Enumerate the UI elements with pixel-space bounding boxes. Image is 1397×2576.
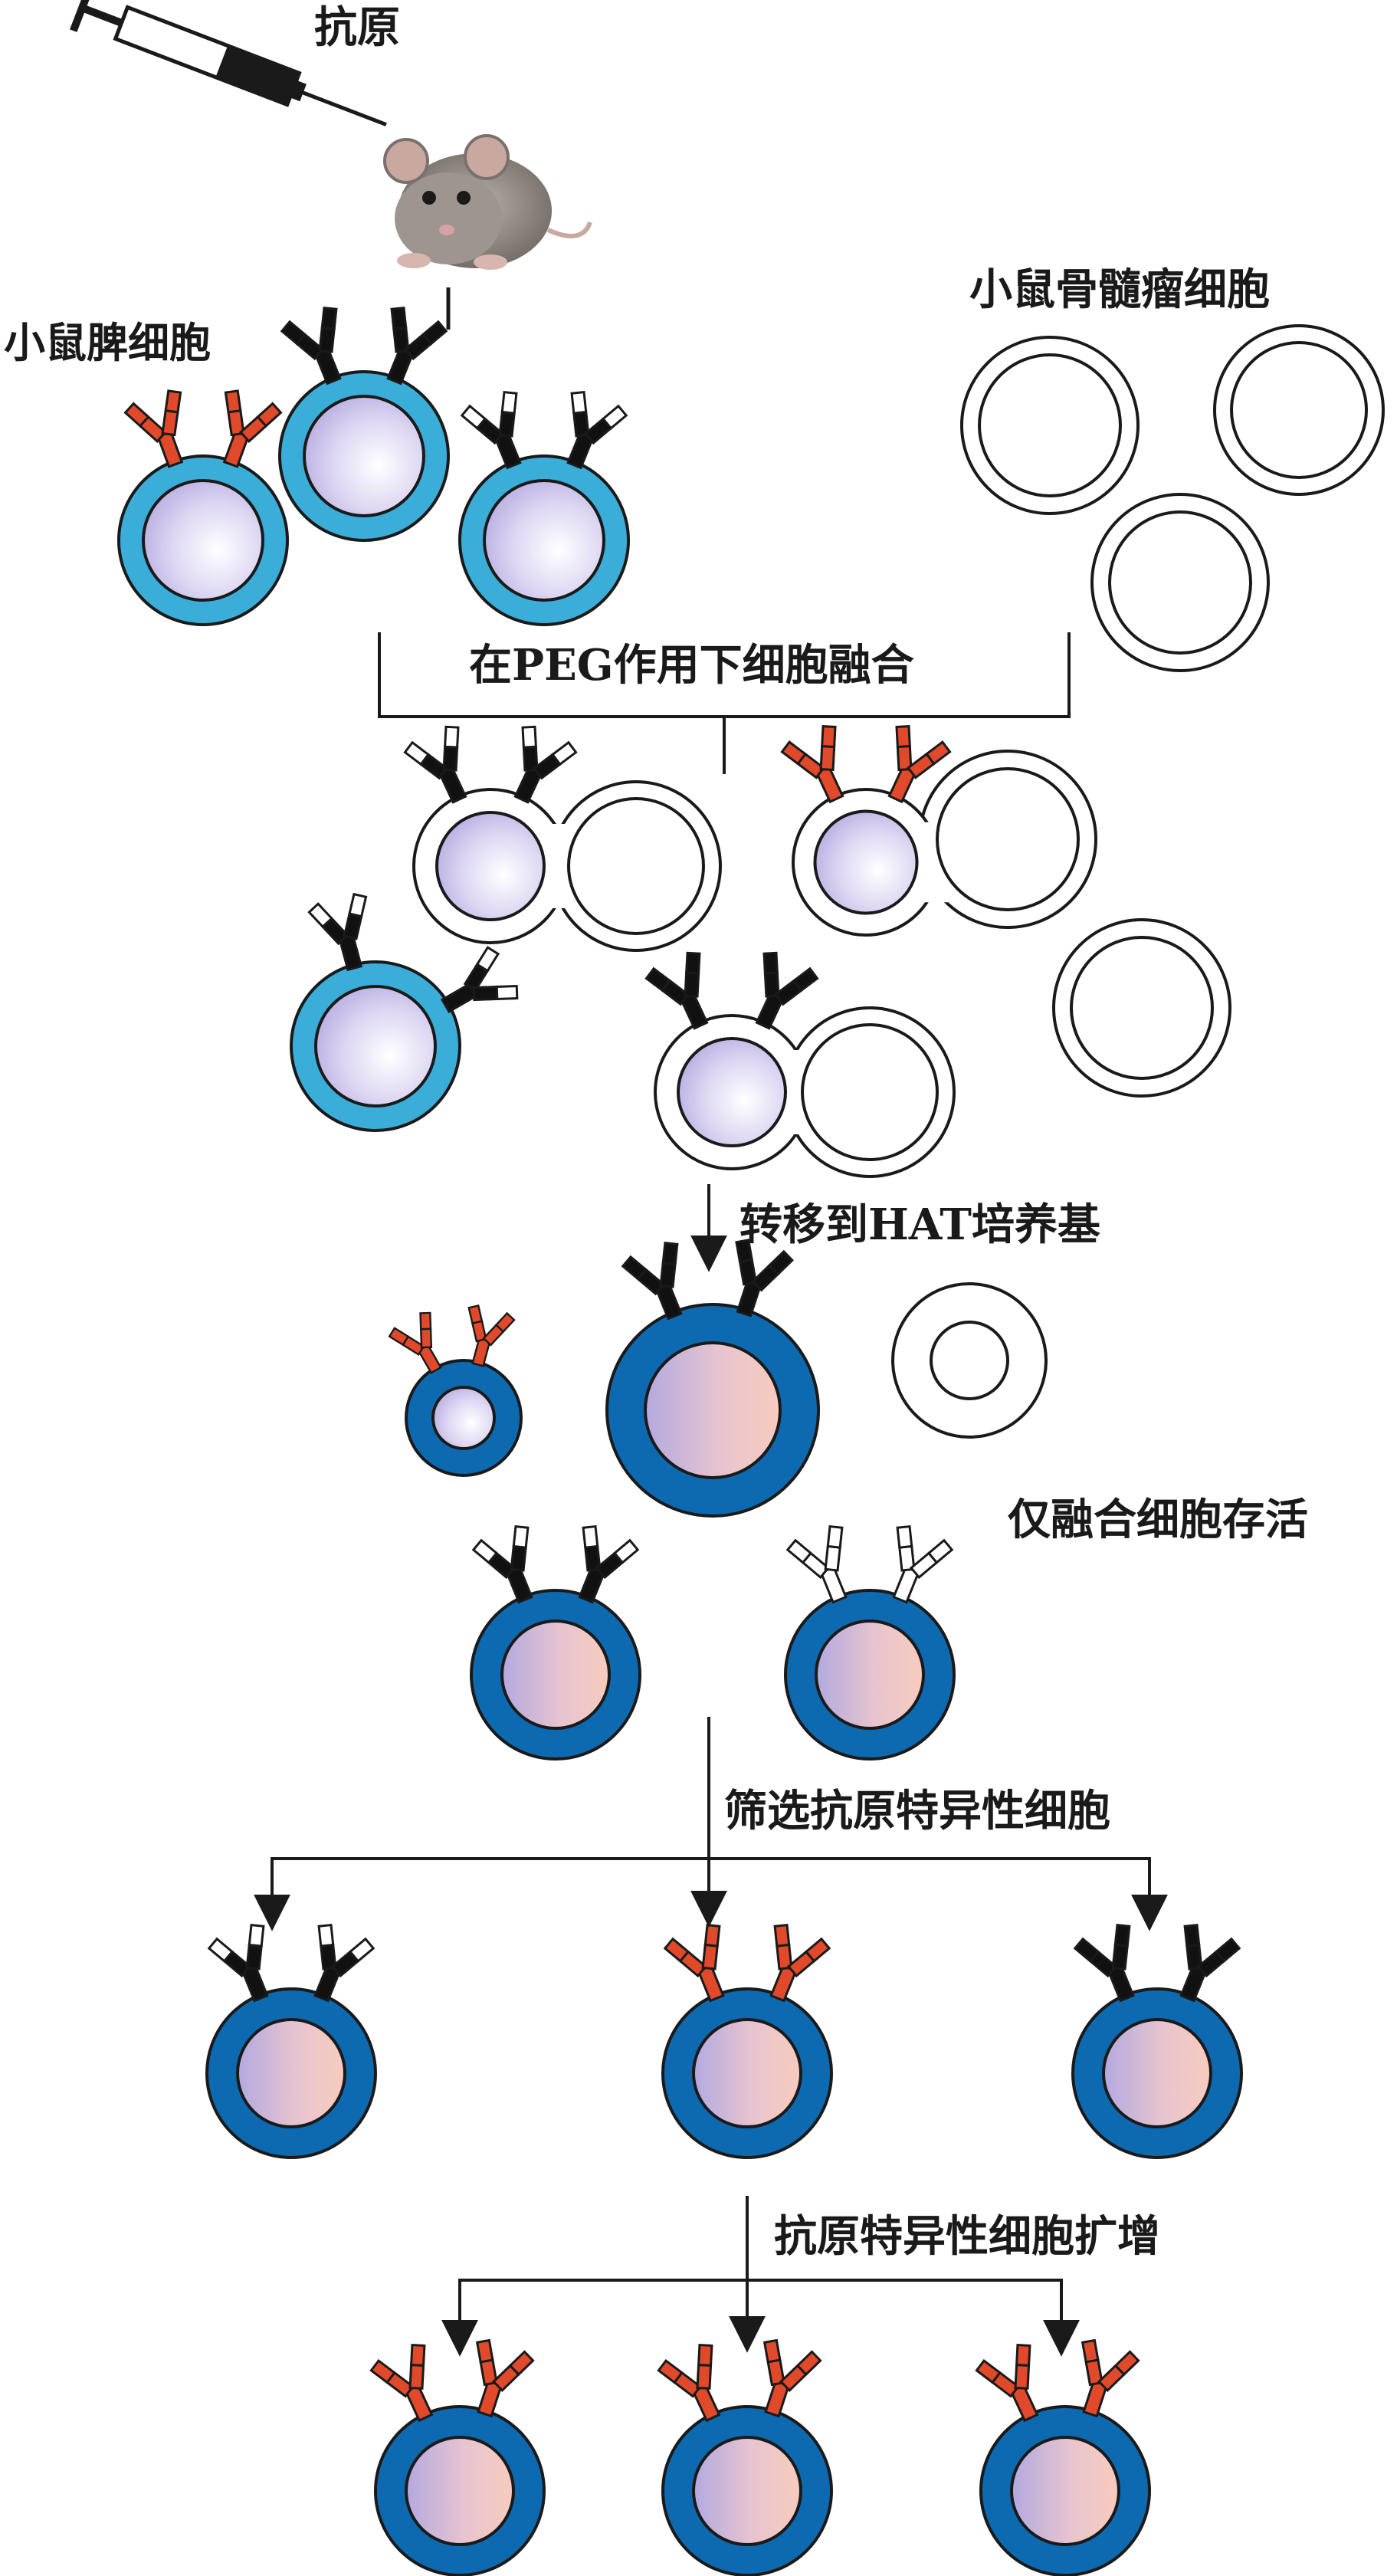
antibody-icon — [313, 1923, 375, 2003]
antibody-icon — [369, 2344, 434, 2423]
syringe-icon — [70, 0, 387, 126]
fused-cell — [654, 1006, 956, 1178]
antigen-label: 抗原 — [314, 2, 400, 53]
fused-cell — [412, 780, 722, 952]
myeloma-cell — [1090, 493, 1270, 672]
only-fused-survive-label: 仅融合细胞存活 — [1008, 1495, 1308, 1545]
antibody-icon — [887, 725, 952, 804]
myeloma-cell — [1052, 918, 1231, 1098]
hybridoma-clone — [979, 2405, 1151, 2576]
antibody-icon — [762, 2338, 822, 2418]
antibody-icon — [578, 1524, 640, 1604]
mouse-icon — [383, 134, 592, 270]
antibody-icon — [222, 389, 283, 468]
hybridoma-cell — [205, 1987, 377, 2159]
antibody-icon — [755, 951, 819, 1030]
antibody-icon — [207, 1923, 269, 2003]
myeloma-cell-dying — [891, 1282, 1048, 1439]
antibody-icon — [460, 390, 522, 470]
myeloma-cell — [960, 336, 1140, 515]
antibody-icon — [467, 1304, 516, 1367]
hybridoma-cell — [470, 1589, 641, 1761]
hat-transfer-label: 转移到HAT培养基 — [739, 1199, 1100, 1250]
myeloma-cells-label: 小鼠骨髓瘤细胞 — [969, 264, 1270, 315]
antibody-icon — [566, 390, 628, 470]
antibody-icon — [644, 951, 709, 1030]
antibody-icon — [1073, 1923, 1135, 2003]
antibody-icon — [471, 1524, 533, 1604]
antibody-icon — [513, 725, 578, 804]
fused-cell — [792, 750, 1097, 937]
hybridoma-cell — [1071, 1987, 1243, 2159]
antibody-icon — [475, 2338, 535, 2418]
screen-specific-label: 筛选抗原特异性细胞 — [724, 1786, 1110, 1836]
antibody-icon — [123, 389, 184, 468]
antibody-icon — [780, 725, 844, 804]
spleen-cell — [458, 454, 630, 626]
spleen-cells-label: 小鼠脾细胞 — [4, 318, 211, 367]
antibody-icon — [657, 2344, 721, 2423]
antibody-icon — [388, 1311, 442, 1374]
expansion-arrows — [441, 2196, 1080, 2357]
spleen-cell — [278, 370, 450, 542]
antibody-icon — [1081, 2338, 1140, 2418]
antibody-icon — [403, 725, 467, 804]
hybridoma-cell — [784, 1589, 956, 1761]
antibody-icon — [280, 306, 342, 386]
peg-fusion-label: 在PEG作用下细胞融合 — [469, 640, 914, 691]
antibody-icon — [975, 2344, 1039, 2423]
spleen-cell — [117, 454, 289, 626]
antibody-icon — [1179, 1923, 1241, 2003]
antibody-icon — [735, 1239, 795, 1318]
antibody-icon — [769, 1923, 831, 2003]
spleen-cell — [290, 960, 461, 1132]
hybridoma-clone — [661, 2405, 833, 2576]
myeloma-cell — [1213, 324, 1385, 496]
antibody-icon — [440, 946, 519, 1014]
antibody-icon — [785, 1524, 848, 1604]
hybridoma-cell — [605, 1303, 820, 1518]
screening-arrows — [254, 1717, 1168, 1931]
antibody-icon — [892, 1524, 954, 1604]
expand-specific-label: 抗原特异性细胞扩增 — [774, 2211, 1160, 2262]
hybridoma-cell — [661, 1987, 833, 2159]
antibody-icon — [307, 892, 368, 972]
antibody-icon — [621, 1242, 683, 1321]
spleen-cell-dying — [405, 1359, 523, 1477]
hybridoma-clone — [374, 2405, 546, 2576]
antibody-icon — [386, 306, 448, 386]
antibody-icon — [663, 1923, 725, 2003]
